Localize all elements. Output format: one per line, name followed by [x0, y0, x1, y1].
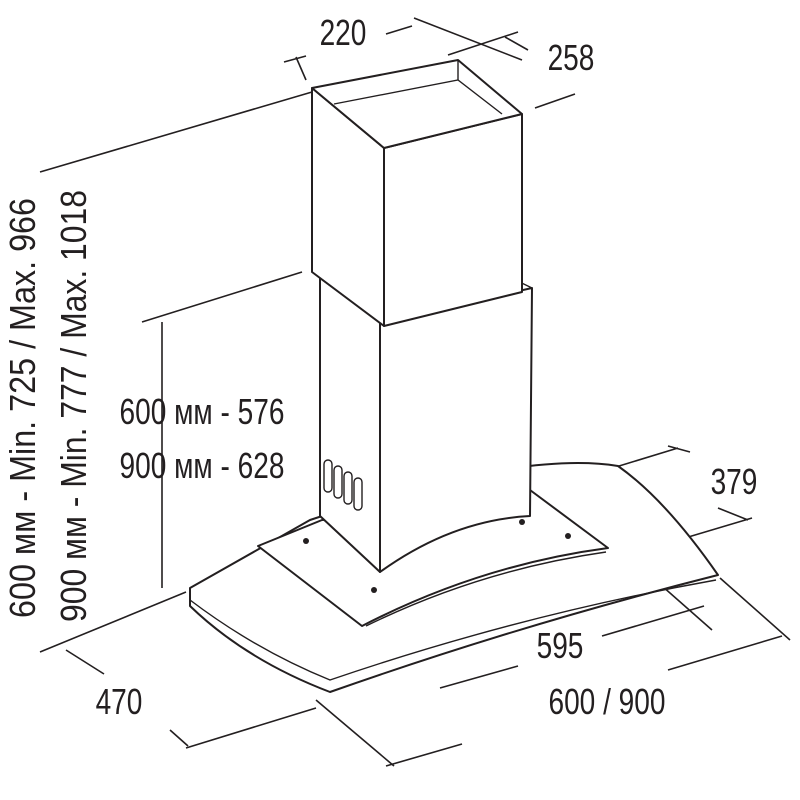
- screw-4: [565, 533, 571, 539]
- label-height-900-range: 900 мм - Min. 777 / Max. 1018: [53, 190, 94, 622]
- label-canopy-back-width: 595: [537, 626, 584, 666]
- dim-line-379-top-tick: [667, 445, 691, 453]
- label-canopy-side: 470: [96, 682, 143, 722]
- dim-line-600-900-left: [385, 743, 463, 767]
- vent-slot-2: [333, 465, 343, 499]
- label-height-900-body: 900 мм - 628: [120, 446, 285, 486]
- dim-line-470-left: [65, 649, 105, 675]
- extension-line-470-bottom: [185, 707, 317, 749]
- screw-3: [519, 519, 525, 525]
- extension-line-470-right: [315, 699, 395, 767]
- dim-line-220-left: [283, 55, 307, 63]
- extension-line-220-left: [295, 56, 307, 81]
- label-height-600-body: 600 мм - 576: [120, 392, 285, 432]
- screw-2: [371, 587, 377, 593]
- upper-chimney-top-opening: [311, 59, 523, 149]
- dim-line-600-900-right: [667, 635, 783, 671]
- vent-slot-4: [353, 477, 363, 511]
- air-vent: [323, 459, 363, 511]
- label-height-600-range: 600 мм - Min. 725 / Max. 966: [2, 198, 43, 618]
- dim-line-220-right: [385, 25, 413, 35]
- extension-line-600-900-right: [719, 577, 791, 641]
- label-canopy-depth: 379: [711, 462, 758, 502]
- upper-chimney-front-face: [383, 113, 523, 327]
- dim-line-258-right: [534, 93, 576, 109]
- dim-line-470-right: [169, 729, 189, 747]
- extension-line-body-top: [141, 271, 303, 323]
- vent-slot-1: [323, 459, 333, 493]
- screw-1: [303, 538, 309, 544]
- dim-line-258-left: [447, 31, 519, 56]
- dim-line-595-left: [439, 665, 519, 689]
- extension-line-258: [504, 36, 529, 51]
- label-chimney-width: 220: [320, 13, 367, 53]
- lower-chimney: [319, 257, 533, 573]
- vent-slot-3: [343, 471, 353, 505]
- dim-line-overall-bottom: [39, 591, 187, 653]
- dimension-labels: 220 258 379 600 мм - 576 900 мм - 628 59…: [2, 13, 757, 722]
- lower-chimney-front-face: [379, 287, 533, 573]
- upper-chimney: [311, 59, 523, 327]
- dim-line-595-right: [601, 605, 705, 637]
- label-chimney-depth: 258: [548, 38, 595, 78]
- canopy-glass-edge: [189, 579, 717, 681]
- dim-line-overall-top: [39, 91, 313, 173]
- dim-line-379-right: [717, 507, 749, 521]
- body-plate-front-curve: [365, 551, 607, 627]
- extension-line-220-right: [413, 17, 523, 61]
- label-canopy-front-width: 600 / 900: [548, 682, 665, 722]
